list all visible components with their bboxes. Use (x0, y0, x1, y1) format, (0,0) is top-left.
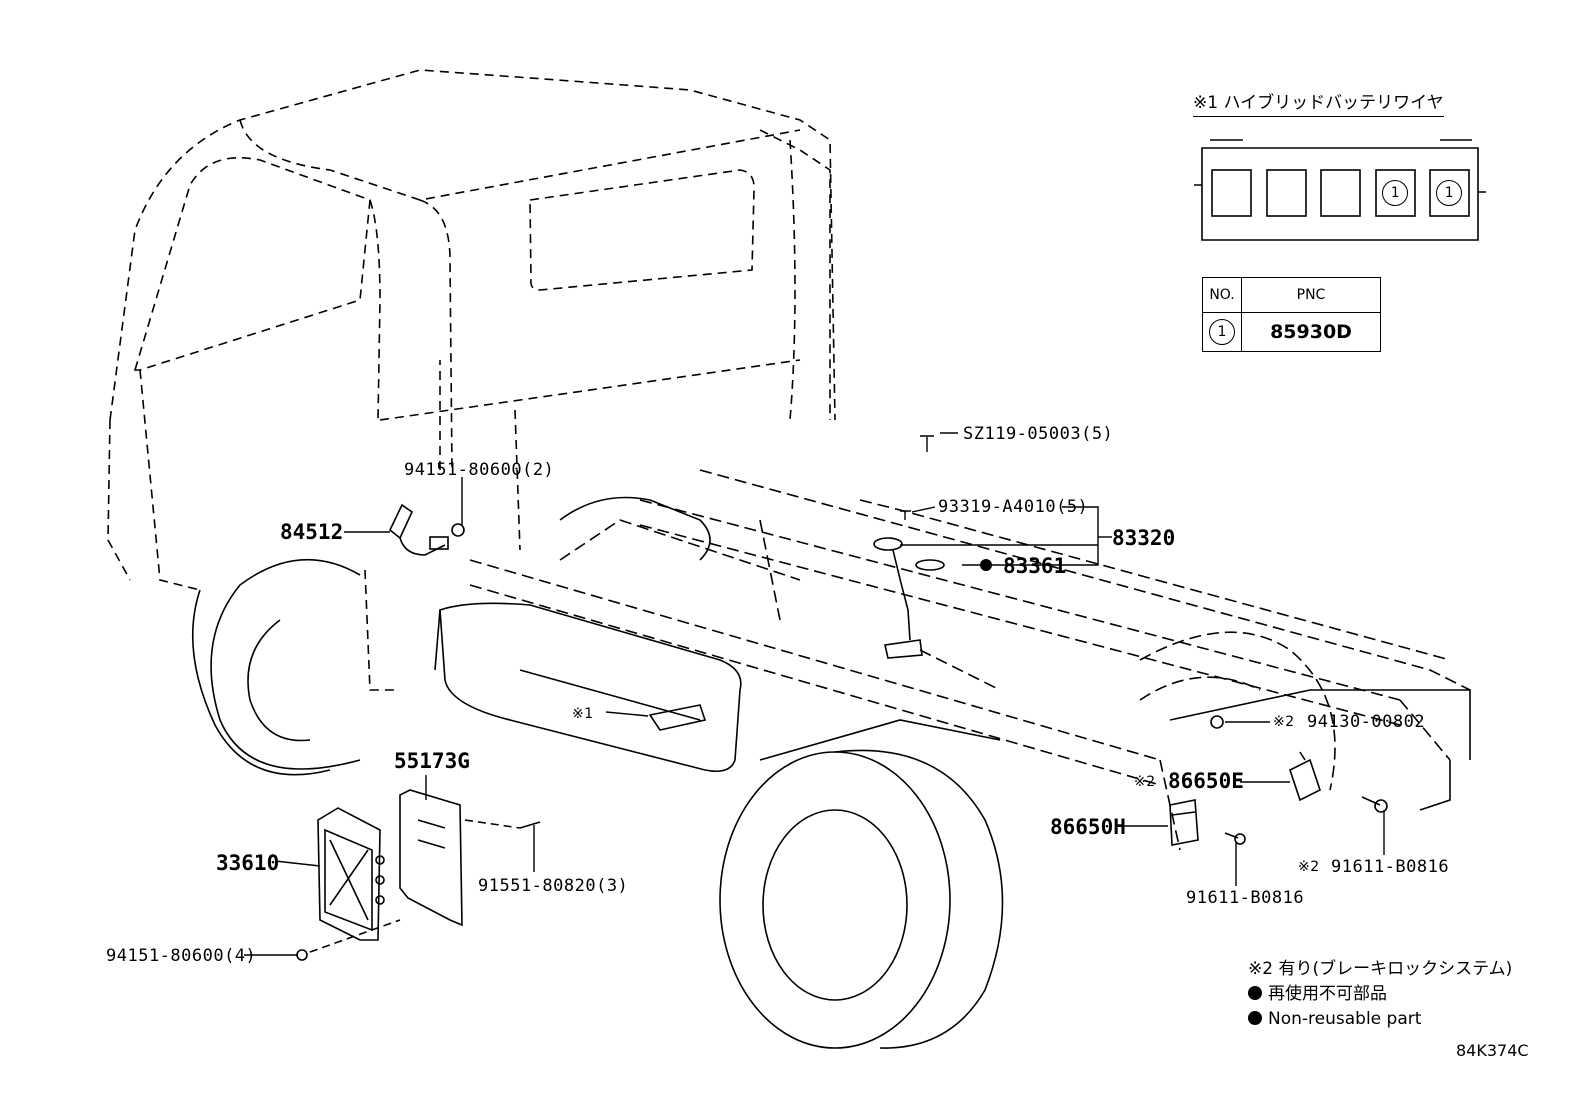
connector-slot-4-circle: 1 (1382, 180, 1408, 206)
label-mark-1: ※1 (572, 706, 594, 722)
frame-rails (469, 469, 1471, 851)
row-pnc-cell: 85930D (1241, 312, 1381, 352)
label-33610: 33610 (216, 851, 280, 875)
ecu-33610 (317, 807, 385, 941)
row-no-cell: 1 (1202, 312, 1242, 352)
bracket-55173g (399, 789, 463, 927)
bullet-icon (1248, 1011, 1262, 1025)
label-mark-2-91611: ※2 (1298, 859, 1320, 875)
fasteners (296, 715, 1388, 961)
label-mark-2-94130: ※2 (1273, 714, 1295, 730)
legend-title: ※1 ハイブリッドバッテリワイヤ (1193, 88, 1444, 117)
rear-wheel (719, 749, 1004, 1049)
label-mark-2-86650e: ※2 (1134, 774, 1156, 790)
nonreusable-dot-83361 (980, 559, 992, 571)
label-86650h: 86650H (1050, 815, 1126, 839)
sensor-84512 (389, 503, 465, 556)
connector-box (1194, 139, 1486, 241)
sensor-86650e (1289, 751, 1321, 802)
label-91611-b0816-right: 91611-B0816 (1331, 857, 1450, 877)
note-2: ※2 有り(ブレーキロックシステム) (1248, 959, 1513, 979)
front-wheel (191, 558, 361, 776)
leader-lines (244, 432, 1385, 956)
note-nonreusable-en: Non-reusable part (1248, 1007, 1512, 1032)
label-55173g: 55173G (394, 749, 470, 773)
label-83361: 83361 (1003, 554, 1067, 578)
connector-slot-5-circle: 1 (1436, 180, 1462, 206)
label-94151-80600-lower: 94151-80600(4) (106, 946, 257, 966)
label-93319-a4010: 93319-A4010(5) (938, 497, 1089, 517)
pnc-table-header: NO. PNC (1202, 277, 1381, 313)
label-91611-b0816-left: 91611-B0816 (1186, 888, 1305, 908)
drawing-code: 84K374C (1456, 1041, 1529, 1060)
label-84512: 84512 (280, 520, 344, 544)
cab-outline (107, 69, 836, 691)
note-nonreusable-jp: 再使用不可部品 (1248, 982, 1512, 1007)
sensor-86650h (1169, 799, 1199, 846)
col-no-header: NO. (1202, 277, 1242, 313)
fuel-sender-unit (873, 537, 945, 659)
col-pnc-header: PNC (1241, 277, 1381, 313)
pnc-table: NO. PNC 1 85930D (1202, 277, 1381, 352)
label-86650e: 86650E (1168, 769, 1244, 793)
label-94151-80600-upper: 94151-80600(2) (404, 460, 555, 480)
frame-components (559, 496, 1471, 811)
label-91551-80820: 91551-80820(3) (478, 876, 629, 896)
label-94130-00802: 94130-00802 (1307, 712, 1426, 732)
label-sz119-05003: SZ119-05003(5) (963, 424, 1114, 444)
label-83320: 83320 (1112, 526, 1176, 550)
notes-block: ※2 有り(ブレーキロックシステム) 再使用不可部品 Non-reusable … (1248, 957, 1512, 1032)
table-row: 1 85930D (1202, 312, 1381, 352)
hybrid-battery (434, 602, 742, 773)
bullet-icon (1248, 986, 1262, 1000)
rear-wheel-far (1139, 631, 1336, 791)
